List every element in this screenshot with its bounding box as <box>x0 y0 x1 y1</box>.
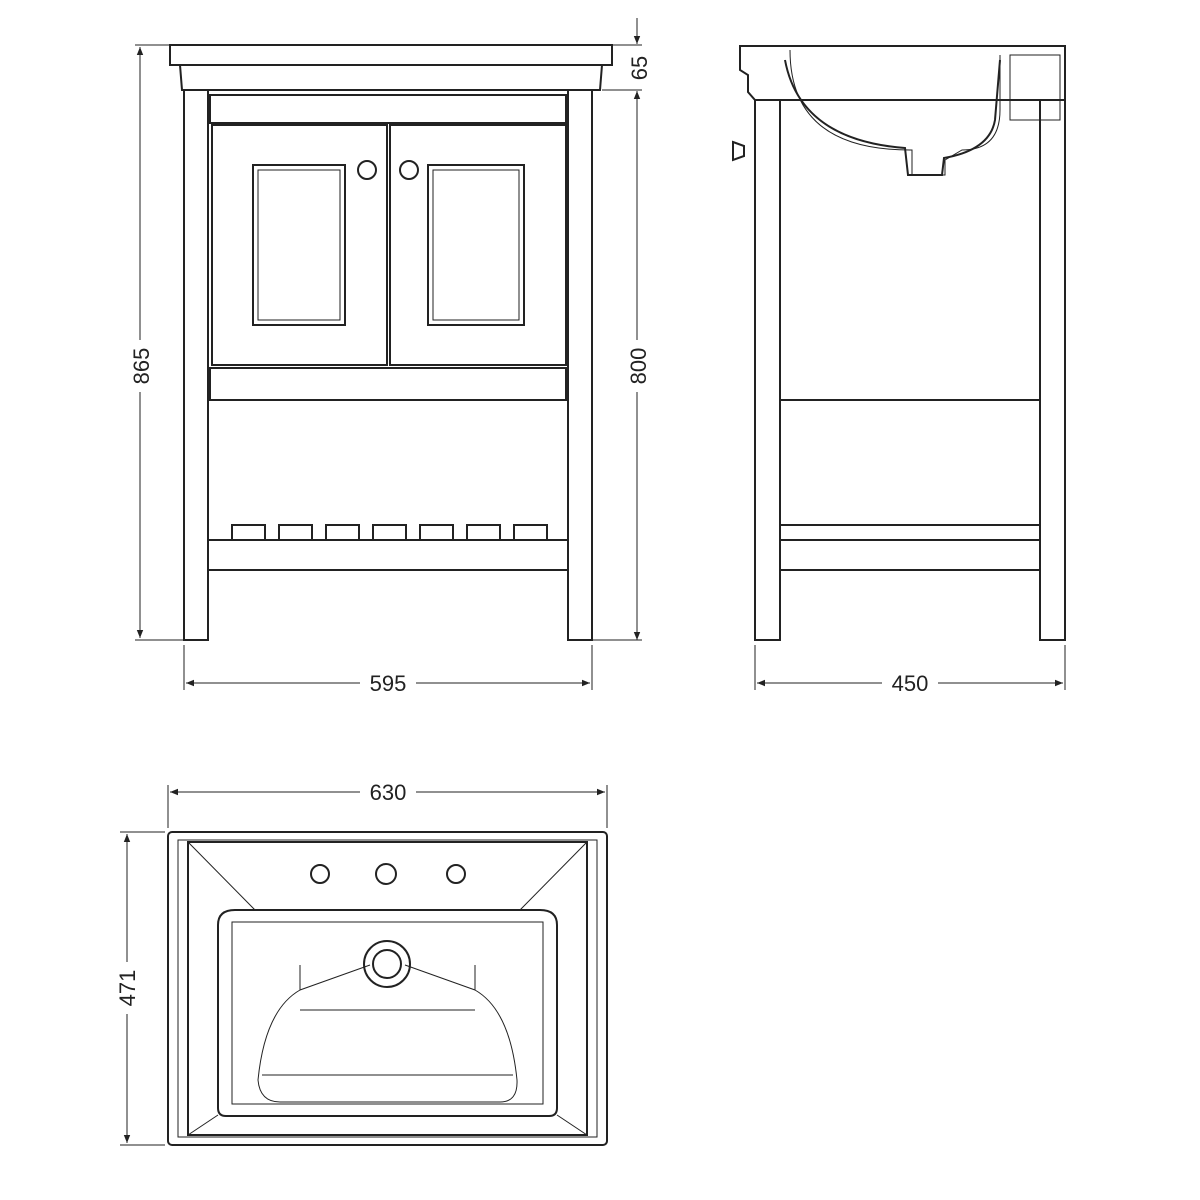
shelf-slat <box>231 524 266 541</box>
knob-side-icon <box>732 140 745 162</box>
dimension-65: 65 800 <box>592 18 652 641</box>
dimension-595: 595 <box>183 645 593 696</box>
shelf-slat <box>325 524 360 541</box>
waste-outlet-icon <box>363 940 411 988</box>
right-door <box>389 124 567 366</box>
dimension-450: 450 <box>754 645 1066 696</box>
door-knob-icon <box>399 160 419 180</box>
side-view <box>732 45 1066 641</box>
dimension-630: 630 <box>167 779 608 828</box>
dim-label-450: 450 <box>892 671 929 696</box>
shelf-slat <box>466 524 501 541</box>
dimension-471: 471 <box>114 831 165 1146</box>
tap-hole-icon <box>446 864 466 884</box>
door-knob-icon <box>357 160 377 180</box>
shelf-slat <box>372 524 407 541</box>
dim-label-595: 595 <box>370 671 407 696</box>
shelf-slat <box>419 524 454 541</box>
dim-label-865: 865 <box>129 348 154 385</box>
dim-label-630: 630 <box>370 780 407 805</box>
left-door <box>211 124 388 366</box>
tap-hole-icon <box>375 863 397 885</box>
shelf-slat <box>513 524 548 541</box>
front-view <box>169 44 613 641</box>
shelf-slat <box>278 524 313 541</box>
dim-label-800: 800 <box>626 348 651 385</box>
dim-label-65: 65 <box>627 56 652 80</box>
tap-hole-icon <box>310 864 330 884</box>
dim-label-471: 471 <box>115 970 140 1007</box>
plan-view <box>167 831 608 1146</box>
dimension-865: 865 <box>128 44 184 641</box>
slatted-shelf <box>231 524 548 541</box>
